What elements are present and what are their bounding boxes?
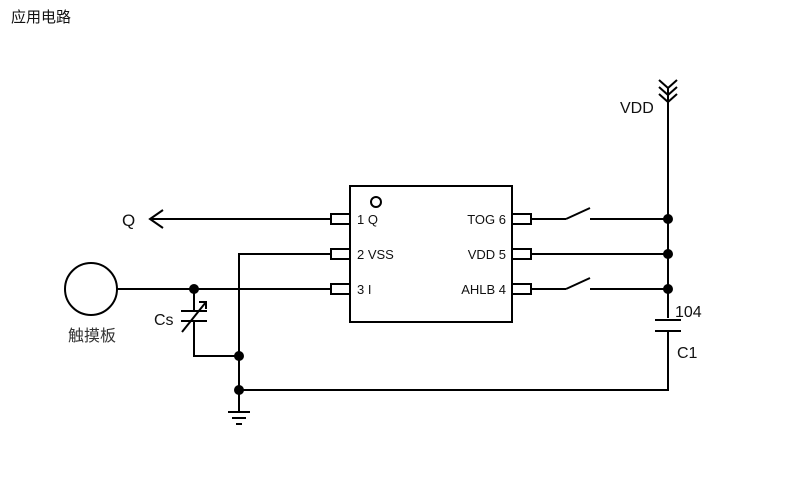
- q-output-wire: [148, 209, 331, 229]
- pin-label-6: TOG 6: [467, 212, 506, 227]
- pin-label-3: 3 I: [357, 282, 371, 297]
- touch-pad-icon: [64, 262, 118, 316]
- vdd-label: VDD: [620, 100, 654, 117]
- vdd-supply-symbol: [658, 79, 678, 318]
- vss-wire: [238, 253, 331, 412]
- tog-switch: [531, 207, 668, 220]
- c1-name: C1: [677, 345, 698, 362]
- page-title: 应用电路: [11, 8, 72, 26]
- ground-icon: [228, 411, 250, 425]
- ic-pin-5: [511, 248, 532, 260]
- pin-label-5: VDD 5: [468, 247, 506, 262]
- ic-pin-6: [511, 213, 532, 225]
- ic-pin-1: [330, 213, 351, 225]
- junction-dot: [663, 284, 673, 294]
- junction-dot: [189, 284, 199, 294]
- ahlb-switch: [531, 277, 668, 290]
- junction-dot: [234, 351, 244, 361]
- ic-pin-4: [511, 283, 532, 295]
- c1-capacitor: [239, 319, 681, 391]
- pin-label-4: AHLB 4: [461, 282, 506, 297]
- cs-capacitor: [181, 289, 239, 357]
- ic-body: [349, 185, 513, 323]
- touch-pad-label: 触摸板: [68, 326, 116, 345]
- ic-pin-3: [330, 283, 351, 295]
- q-output-label: Q: [122, 211, 135, 230]
- cs-label: Cs: [154, 312, 174, 329]
- pin-label-1: 1 Q: [357, 212, 378, 227]
- pin-label-2: 2 VSS: [357, 247, 394, 262]
- junction-dot: [663, 249, 673, 259]
- pin1-marker-icon: [370, 196, 382, 208]
- c1-value: 104: [675, 304, 702, 321]
- junction-dot: [663, 214, 673, 224]
- junction-dot: [234, 385, 244, 395]
- ic-pin-2: [330, 248, 351, 260]
